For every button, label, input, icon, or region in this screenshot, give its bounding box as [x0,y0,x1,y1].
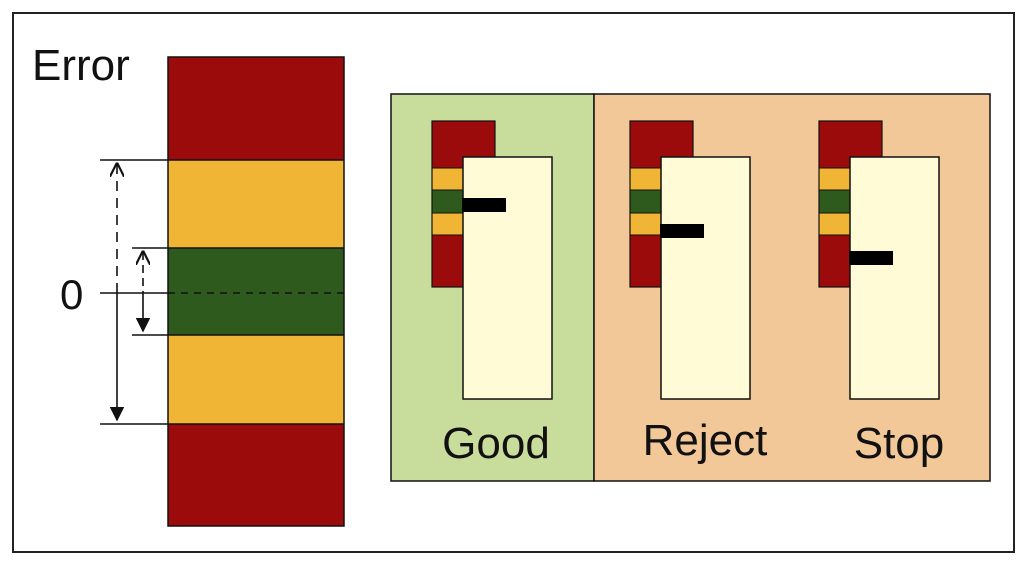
zero-label: 0 [60,271,83,318]
error-scale-bar [167,56,345,527]
gauge-reject [629,120,751,400]
gauge-reject-face [660,156,751,400]
gauge-good-face [462,156,553,400]
gauge-good-indicator [462,198,506,212]
band-green [168,248,344,335]
gauge-stop [818,120,940,400]
band-red-top [168,57,344,160]
band-yellow-top [168,160,344,248]
panel-label-stop: Stop [854,419,945,468]
panel-label-good: Good [442,419,550,468]
band-yellow-bottom [168,335,344,424]
gauge-stop-face [849,156,940,400]
gauge-stop-indicator [849,251,893,265]
gauge-reject-indicator [660,224,704,238]
gauge-good [431,120,553,400]
boundary-lines [100,159,344,425]
band-red-bottom [168,424,344,526]
outcome-panels: Good Reject Stop [390,93,991,482]
axis-title: Error [32,41,130,90]
panel-label-reject: Reject [643,416,768,465]
